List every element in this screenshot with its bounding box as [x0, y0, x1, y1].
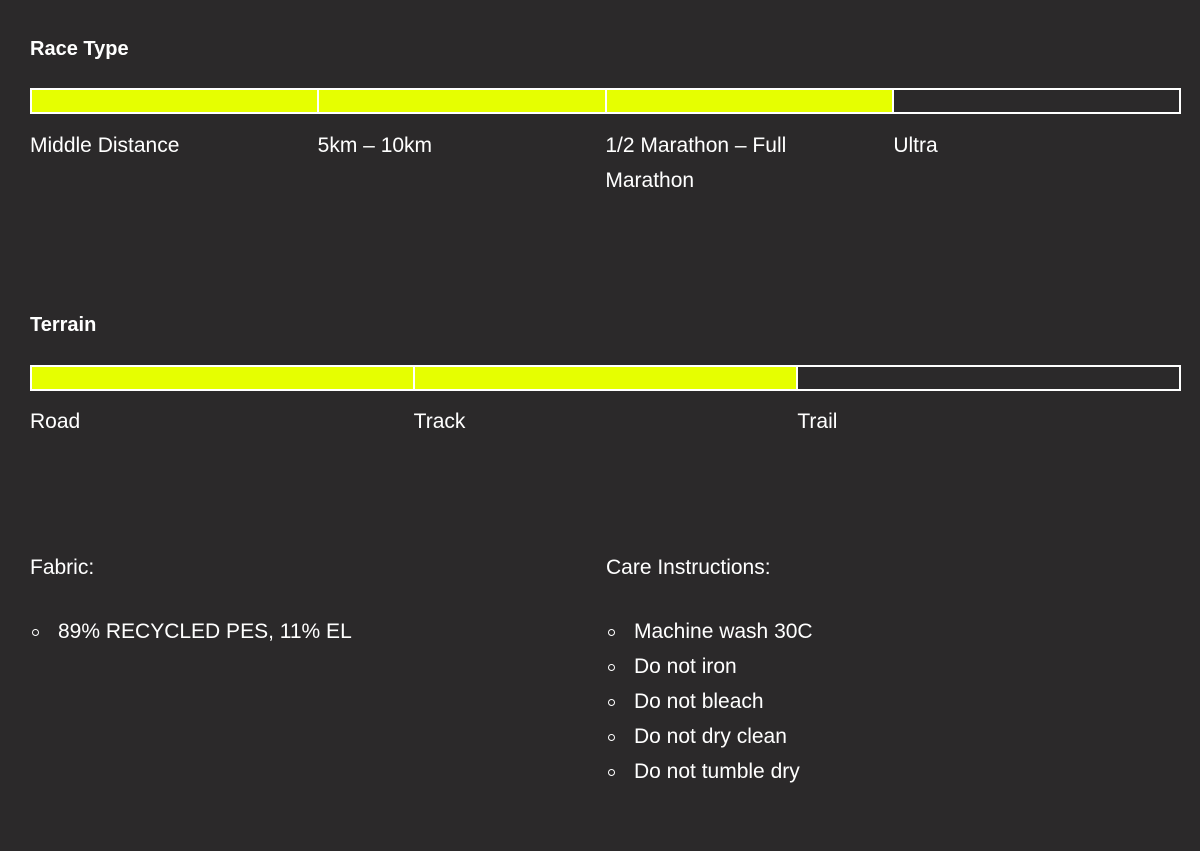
list-item: 89% RECYCLED PES, 11% EL — [30, 614, 352, 649]
fabric-list: 89% RECYCLED PES, 11% EL — [30, 614, 352, 649]
race-type-segment — [319, 90, 607, 112]
care-list: Machine wash 30C Do not iron Do not blea… — [606, 614, 813, 789]
terrain-label: Trail — [797, 410, 838, 433]
race-type-segment — [32, 90, 320, 112]
terrain-label: Track — [413, 410, 466, 433]
terrain-meter — [30, 365, 1181, 391]
race-type-labels: Middle Distance 5km – 10km 1/2 Marathon … — [30, 128, 1181, 198]
terrain-labels: Road Track Trail — [30, 404, 1181, 439]
race-type-title: Race Type — [30, 38, 129, 60]
terrain-segment — [798, 367, 1179, 389]
race-type-label: Middle Distance — [30, 134, 180, 157]
fabric-title: Fabric: — [30, 556, 95, 579]
race-type-meter — [30, 88, 1181, 114]
list-item: Do not bleach — [606, 684, 813, 719]
list-item: Do not tumble dry — [606, 754, 813, 789]
race-type-segment — [894, 90, 1179, 112]
list-item: Do not iron — [606, 649, 813, 684]
list-item: Machine wash 30C — [606, 614, 813, 649]
terrain-segment — [32, 367, 415, 389]
care-title: Care Instructions: — [606, 556, 771, 579]
terrain-segment — [415, 367, 798, 389]
terrain-label: Road — [30, 410, 81, 433]
race-type-label: 1/2 Marathon – Full Marathon — [605, 134, 787, 192]
race-type-label: 5km – 10km — [317, 134, 433, 157]
race-type-segment — [606, 90, 894, 112]
list-item: Do not dry clean — [606, 719, 813, 754]
race-type-label: Ultra — [893, 134, 938, 157]
terrain-title: Terrain — [30, 314, 97, 336]
